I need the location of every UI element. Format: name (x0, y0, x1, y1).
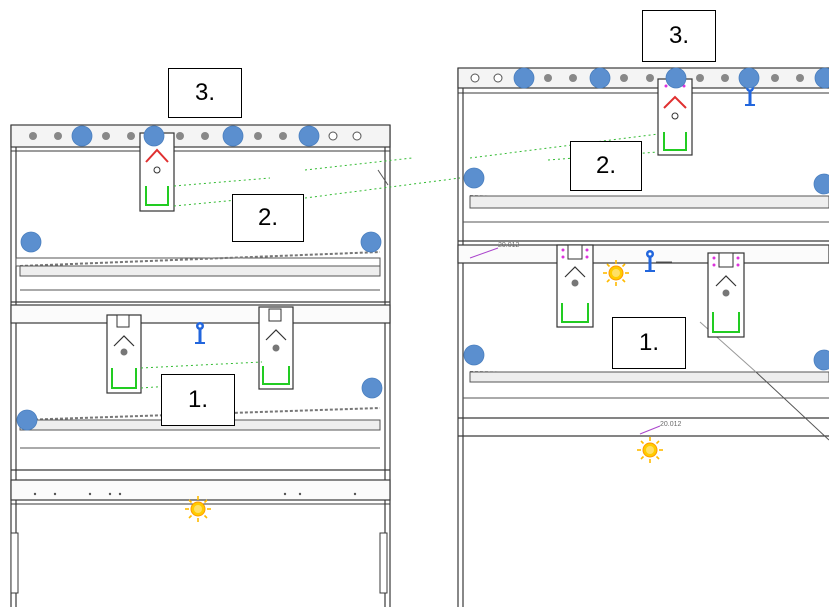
label-box-2: 2. (570, 141, 642, 191)
label-box-1: 1. (612, 317, 686, 369)
dimension-label: 20.012 (660, 421, 682, 428)
bracket-icon (258, 306, 294, 390)
bracket-icon (707, 252, 745, 338)
bracket-icon (657, 78, 693, 156)
top-rail-holes (29, 132, 287, 140)
label-box-2: 2. (232, 194, 304, 242)
pin-icon (195, 322, 205, 344)
bracket-icon (139, 132, 175, 212)
bracket-icon (106, 314, 142, 394)
right-shelf-assembly (457, 67, 829, 607)
label-box-3: 3. (168, 68, 242, 118)
sun-icon (636, 436, 664, 464)
label-box-1: 1. (161, 374, 235, 426)
blue-marker-icon (16, 125, 383, 431)
sun-icon (602, 259, 630, 287)
label-box-3: 3. (642, 10, 716, 62)
dimension-label: 20.012 (498, 242, 520, 249)
blue-marker-icon (463, 67, 829, 371)
bracket-icon (556, 244, 594, 328)
